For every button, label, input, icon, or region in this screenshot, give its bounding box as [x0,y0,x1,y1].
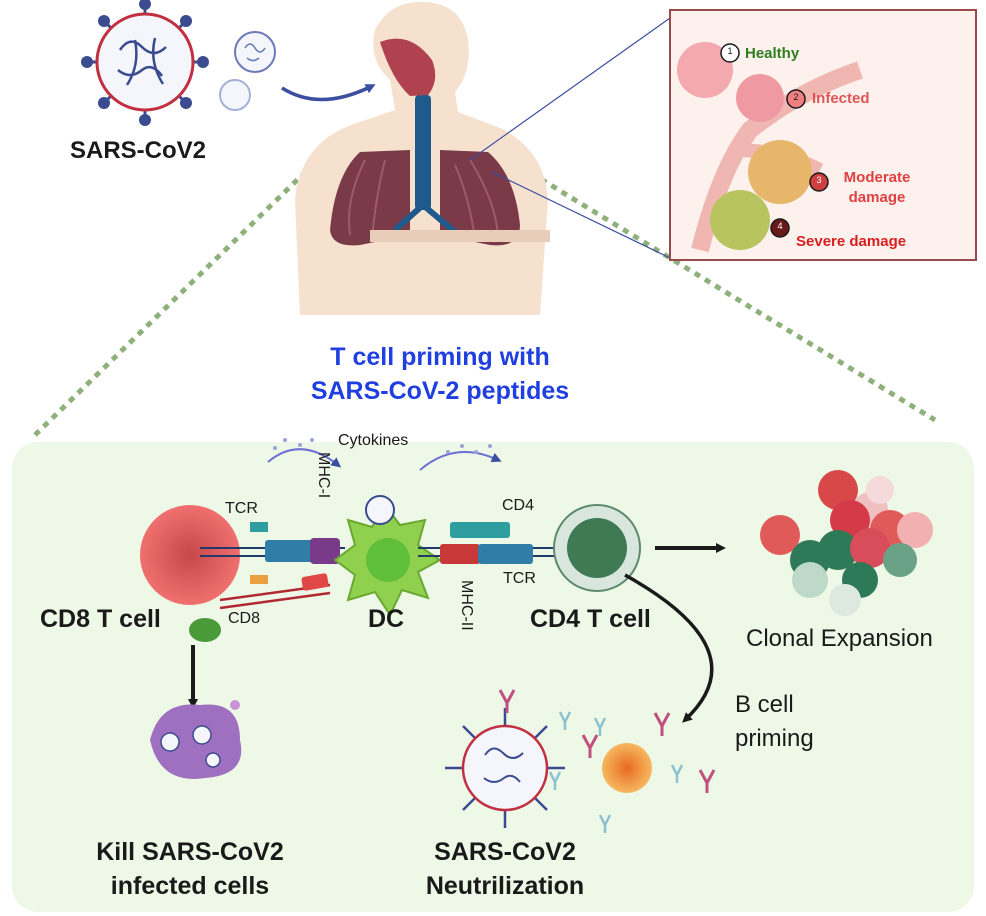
stage-label-moderate: Moderate damage [832,168,922,208]
dc-label: DC [368,605,405,633]
stage-label-infected: Infected [812,90,870,107]
cd8-t-cell [140,505,240,605]
stage-marker-2 [786,89,806,109]
clonal-expansion-label: Clonal Expansion [746,625,933,652]
priming-title-line-2: SARS-CoV-2 peptides [310,377,570,405]
human-torso-illustration [295,1,550,315]
cd8-receptor-label: CD8 [228,610,261,627]
cd4-t-cell-label: CD4 T cell [530,605,651,633]
zoom-line-left [33,146,332,437]
stage-label-moderate-line-1: Moderate [843,169,911,186]
cytokines-label: Cytokines [338,432,409,449]
stage-number-3: 3 [816,175,822,185]
b-cell-priming-line-2: priming [735,725,814,752]
stage-label-severe: Severe damage [796,233,907,250]
stage-label-moderate-line-2: damage [848,189,906,206]
mhc-i-label: MHC-I [315,452,332,499]
stage-marker-3 [809,172,829,192]
cd4-receptor-label: CD4 [502,497,535,514]
tcr-right-label: TCR [503,570,536,587]
b-cell-priming-label: B cell priming [735,688,814,756]
tcr-left-label: TCR [225,500,258,517]
stage-number-1: 1 [727,46,733,56]
tcr-mhc-i-complex [200,522,345,610]
b-cell-priming-line-1: B cell [735,691,794,718]
infected-cell-icon [150,700,242,779]
clonal-expansion-cells [760,470,933,616]
neutralization-line-1: SARS-CoV2 [434,838,576,866]
virus-small-icon [219,31,276,111]
mhc-ii-label: MHC-II [458,580,475,631]
kill-infected-label: Kill SARS-CoV2 infected cells [60,835,320,903]
inset-leader-top [469,17,671,161]
stage-number-4: 4 [777,221,783,231]
priming-title-line-1: T cell priming with [330,343,550,371]
cytokine-arrow-right [419,451,502,471]
kill-infected-line-2: infected cells [110,872,270,900]
cytokine-arrow-left [267,448,342,468]
virus-label: SARS-CoV2 [70,137,207,164]
stage-number-2: 2 [793,92,799,102]
inhalation-arrow [281,84,376,102]
stage-label-healthy: Healthy [745,45,800,62]
neutralization-line-2: Neutrilization [425,872,585,900]
antibody-icons [498,689,716,793]
stage-marker-4 [770,218,790,238]
antibody-light-icons [548,711,684,833]
stage-marker-1 [720,43,740,63]
panel-background [12,442,974,912]
cytokine-dots [273,438,492,454]
cd8-coreceptor-icon [189,618,221,642]
inset-leader-bottom [491,171,671,259]
cd4-nucleus [567,518,627,578]
b-cell [602,743,652,793]
cd8-t-cell-label: CD8 T cell [40,605,161,633]
zoom-line-right [488,145,937,423]
alveoli-illustration [677,42,863,253]
kill-infected-line-1: Kill SARS-CoV2 [96,838,284,866]
priming-title: T cell priming with SARS-CoV-2 peptides [230,340,650,408]
arrow-to-b-cell [624,573,714,723]
virus-large-icon [81,0,209,126]
dendritic-cell [333,495,442,618]
neutralization-label: SARS-CoV2 Neutrilization [390,835,620,903]
tcr-mhc-ii-complex [418,522,565,564]
neutralized-virus-icon [445,708,565,828]
